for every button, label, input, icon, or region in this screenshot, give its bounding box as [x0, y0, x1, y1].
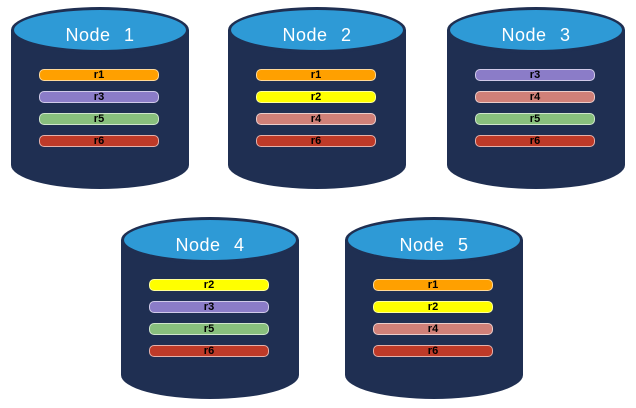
node-title: Node 5: [399, 235, 469, 255]
cylinder-body: [447, 30, 625, 189]
node-title: Node 4: [175, 235, 245, 255]
cylinder-top: Node 2: [228, 7, 406, 53]
node-title: Node 1: [65, 25, 135, 45]
database-node-3: Node 3 r3 r4 r5 r6: [447, 7, 625, 189]
replica-bar-r3: r3: [39, 91, 159, 103]
replica-bar-r6: r6: [39, 135, 159, 147]
cylinder-top: Node 5: [345, 217, 523, 263]
cylinder-top: Node 1: [11, 7, 189, 53]
cylinder-body: [345, 240, 523, 399]
replica-list: r1 r3 r5 r6: [39, 69, 159, 157]
replica-bar-r4: r4: [475, 91, 595, 103]
replica-bar-r6: r6: [256, 135, 376, 147]
replica-bar-r6: r6: [149, 345, 269, 357]
node-title: Node 2: [282, 25, 352, 45]
replica-list: r3 r4 r5 r6: [475, 69, 595, 157]
cylinder-top: Node 3: [447, 7, 625, 53]
replica-bar-r6: r6: [475, 135, 595, 147]
replica-bar-r2: r2: [256, 91, 376, 103]
replica-bar-r6: r6: [373, 345, 493, 357]
cylinder-body: [121, 240, 299, 399]
database-node-5: Node 5 r1 r2 r4 r6: [345, 217, 523, 399]
cylinder-body: [228, 30, 406, 189]
replica-list: r1 r2 r4 r6: [256, 69, 376, 157]
cylinder-body: [11, 30, 189, 189]
cylinder-top: Node 4: [121, 217, 299, 263]
replica-bar-r5: r5: [475, 113, 595, 125]
database-node-1: Node 1 r1 r3 r5 r6: [11, 7, 189, 189]
replica-bar-r1: r1: [373, 279, 493, 291]
replica-list: r1 r2 r4 r6: [373, 279, 493, 367]
replica-bar-r5: r5: [149, 323, 269, 335]
database-node-2: Node 2 r1 r2 r4 r6: [228, 7, 406, 189]
database-node-4: Node 4 r2 r3 r5 r6: [121, 217, 299, 399]
replica-bar-r2: r2: [149, 279, 269, 291]
node-title: Node 3: [501, 25, 571, 45]
replica-bar-r2: r2: [373, 301, 493, 313]
replica-bar-r3: r3: [149, 301, 269, 313]
replica-bar-r5: r5: [39, 113, 159, 125]
replica-bar-r1: r1: [39, 69, 159, 81]
replica-bar-r4: r4: [256, 113, 376, 125]
replica-list: r2 r3 r5 r6: [149, 279, 269, 367]
replica-bar-r1: r1: [256, 69, 376, 81]
replica-bar-r4: r4: [373, 323, 493, 335]
replica-bar-r3: r3: [475, 69, 595, 81]
